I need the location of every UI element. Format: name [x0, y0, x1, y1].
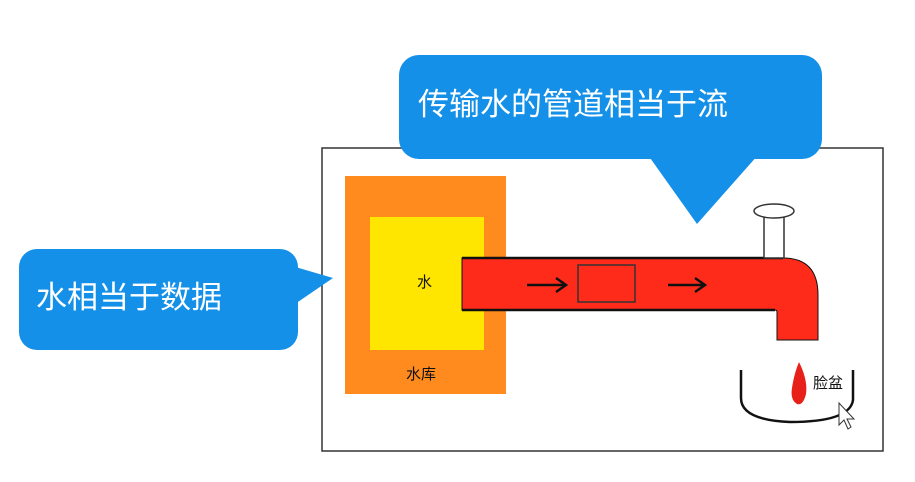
- callout-water-data-text: 水相当于数据: [36, 280, 222, 316]
- right-arrow-icon: [668, 276, 708, 294]
- basin: [739, 370, 855, 424]
- reservoir-label: 水库: [406, 365, 437, 383]
- water-label: 水: [417, 273, 433, 291]
- faucet-neck: [763, 213, 785, 259]
- callout-water-data: [19, 249, 333, 350]
- mouse-pointer-icon: [838, 401, 856, 430]
- basin-label: 脸盆: [813, 374, 844, 392]
- callout-pipe-flow-text: 传输水的管道相当于流: [418, 87, 728, 123]
- right-arrow-icon: [527, 276, 569, 294]
- callout-pipe-flow: [399, 55, 822, 224]
- flame-drop: [791, 362, 807, 405]
- faucet-cap: [753, 203, 795, 219]
- pipe: [461, 257, 819, 341]
- flow-packet-box: [577, 264, 636, 303]
